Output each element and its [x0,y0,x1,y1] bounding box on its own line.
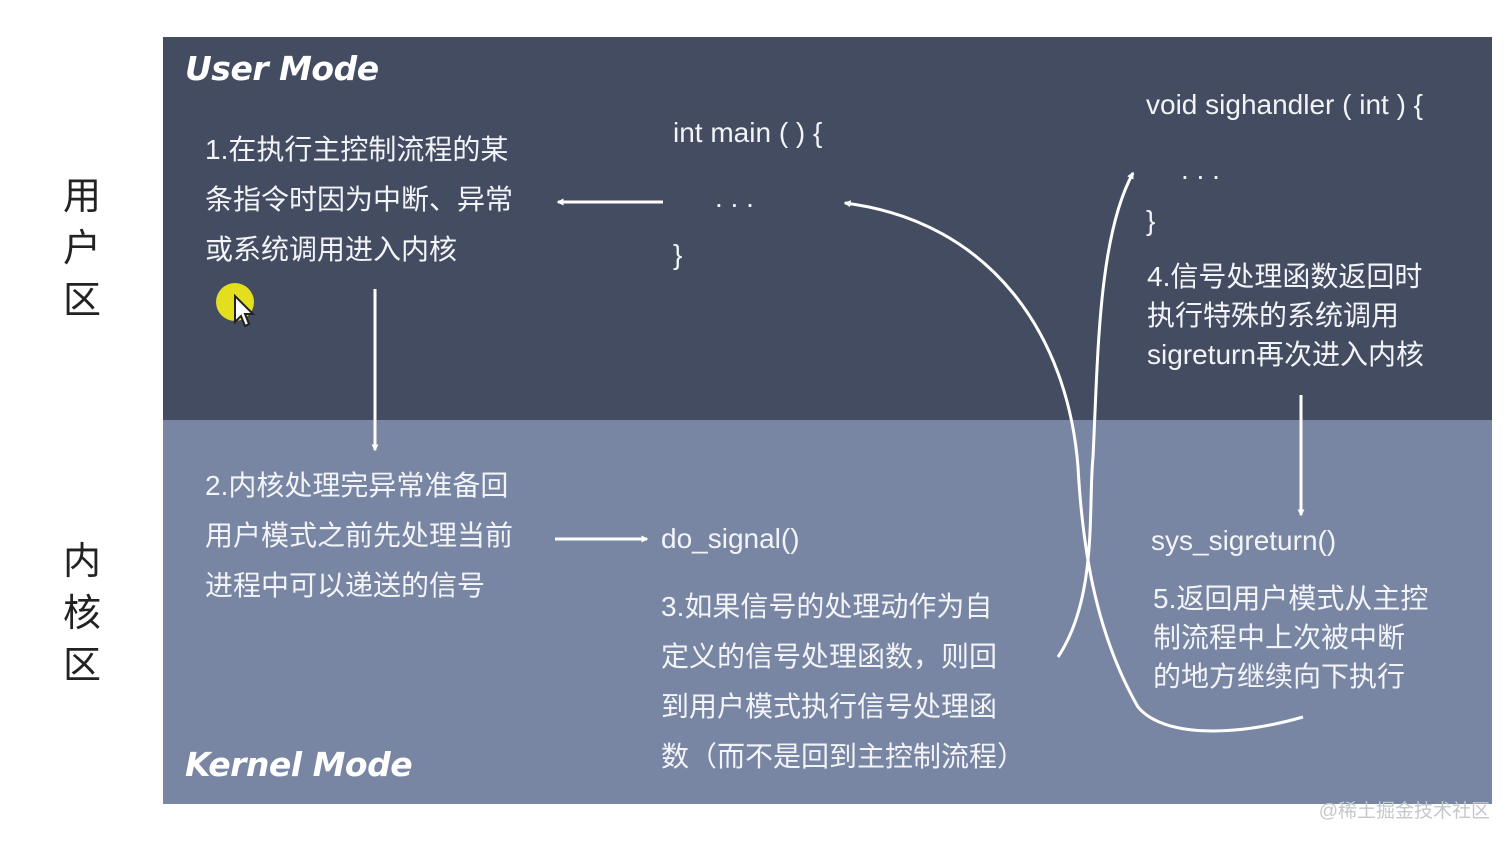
side-label-char: 用 [62,174,101,218]
side-label-char: 内 [62,539,101,583]
do-signal-label: do_signal() [661,523,800,554]
sys-sigreturn-label: sys_sigreturn() [1151,525,1337,556]
user-mode-band [163,37,1492,420]
mouse-cursor-icon [216,283,256,328]
step-line: 执行特殊的系统调用 [1147,300,1400,331]
step-line: 定义的信号处理函数，则回 [661,641,998,672]
signal-handling-diagram: User Mode Kernel Mode 1.在执行主控制流程的某 条指令时因… [163,37,1492,804]
kernel-mode-title: Kernel Mode [185,745,413,784]
user-mode-title: User Mode [185,49,379,88]
step-line: 5.返回用户模式从主控 [1153,583,1429,614]
cursor-pointer [234,293,256,328]
side-label-char: 区 [62,278,101,322]
step-line: 进程中可以递送的信号 [205,570,486,601]
step-line: 3.如果信号的处理动作为自 [661,591,993,622]
step-3-text: 3.如果信号的处理动作为自 定义的信号处理函数，则回 到用户模式执行信号处理函 … [661,582,1025,782]
step-line: 2.内核处理完异常准备回 [205,470,509,501]
arrow-return-to-main [843,200,1304,733]
side-label-user-area: 用 户 区 [60,170,104,326]
main-function-body: . . . [715,182,754,213]
main-function-close: } [673,239,683,270]
step-line: 制流程中上次被中断 [1153,622,1406,653]
arrow-to-sighandler [1056,171,1135,658]
step-line: 用户模式之前先处理当前 [205,520,514,551]
sighandler-body: . . . [1181,154,1220,185]
step-line: 条指令时因为中断、异常 [205,184,514,215]
step-line: sigreturn再次进入内核 [1147,339,1424,370]
step-line: 的地方继续向下执行 [1153,661,1406,692]
step-1-text: 1.在执行主控制流程的某 条指令时因为中断、异常 或系统调用进入内核 [205,125,513,275]
step-line: 1.在执行主控制流程的某 [205,134,509,165]
step-5-text: 5.返回用户模式从主控 制流程中上次被中断 的地方继续向下执行 [1153,579,1428,696]
step-2-text: 2.内核处理完异常准备回 用户模式之前先处理当前 进程中可以递送的信号 [205,461,513,611]
step-line: 或系统调用进入内核 [205,234,458,265]
side-label-char: 区 [62,643,101,687]
watermark: @稀土掘金技术社区 [1318,801,1490,822]
side-label-kernel-area: 内 核 区 [60,535,104,691]
sighandler-close: } [1146,205,1156,236]
kernel-mode-band [163,420,1492,804]
sighandler-open: void sighandler ( int ) { [1146,89,1424,120]
flow-arrows [371,171,1305,733]
step-line: 数（而不是回到主控制流程） [661,741,1026,772]
step-4-text: 4.信号处理函数返回时 执行特殊的系统调用 sigreturn再次进入内核 [1147,257,1424,374]
main-function-open: int main ( ) { [673,117,823,148]
side-label-char: 核 [62,591,101,635]
step-line: 4.信号处理函数返回时 [1147,261,1423,292]
step-line: 到用户模式执行信号处理函 [661,691,998,722]
side-label-char: 户 [62,226,101,270]
